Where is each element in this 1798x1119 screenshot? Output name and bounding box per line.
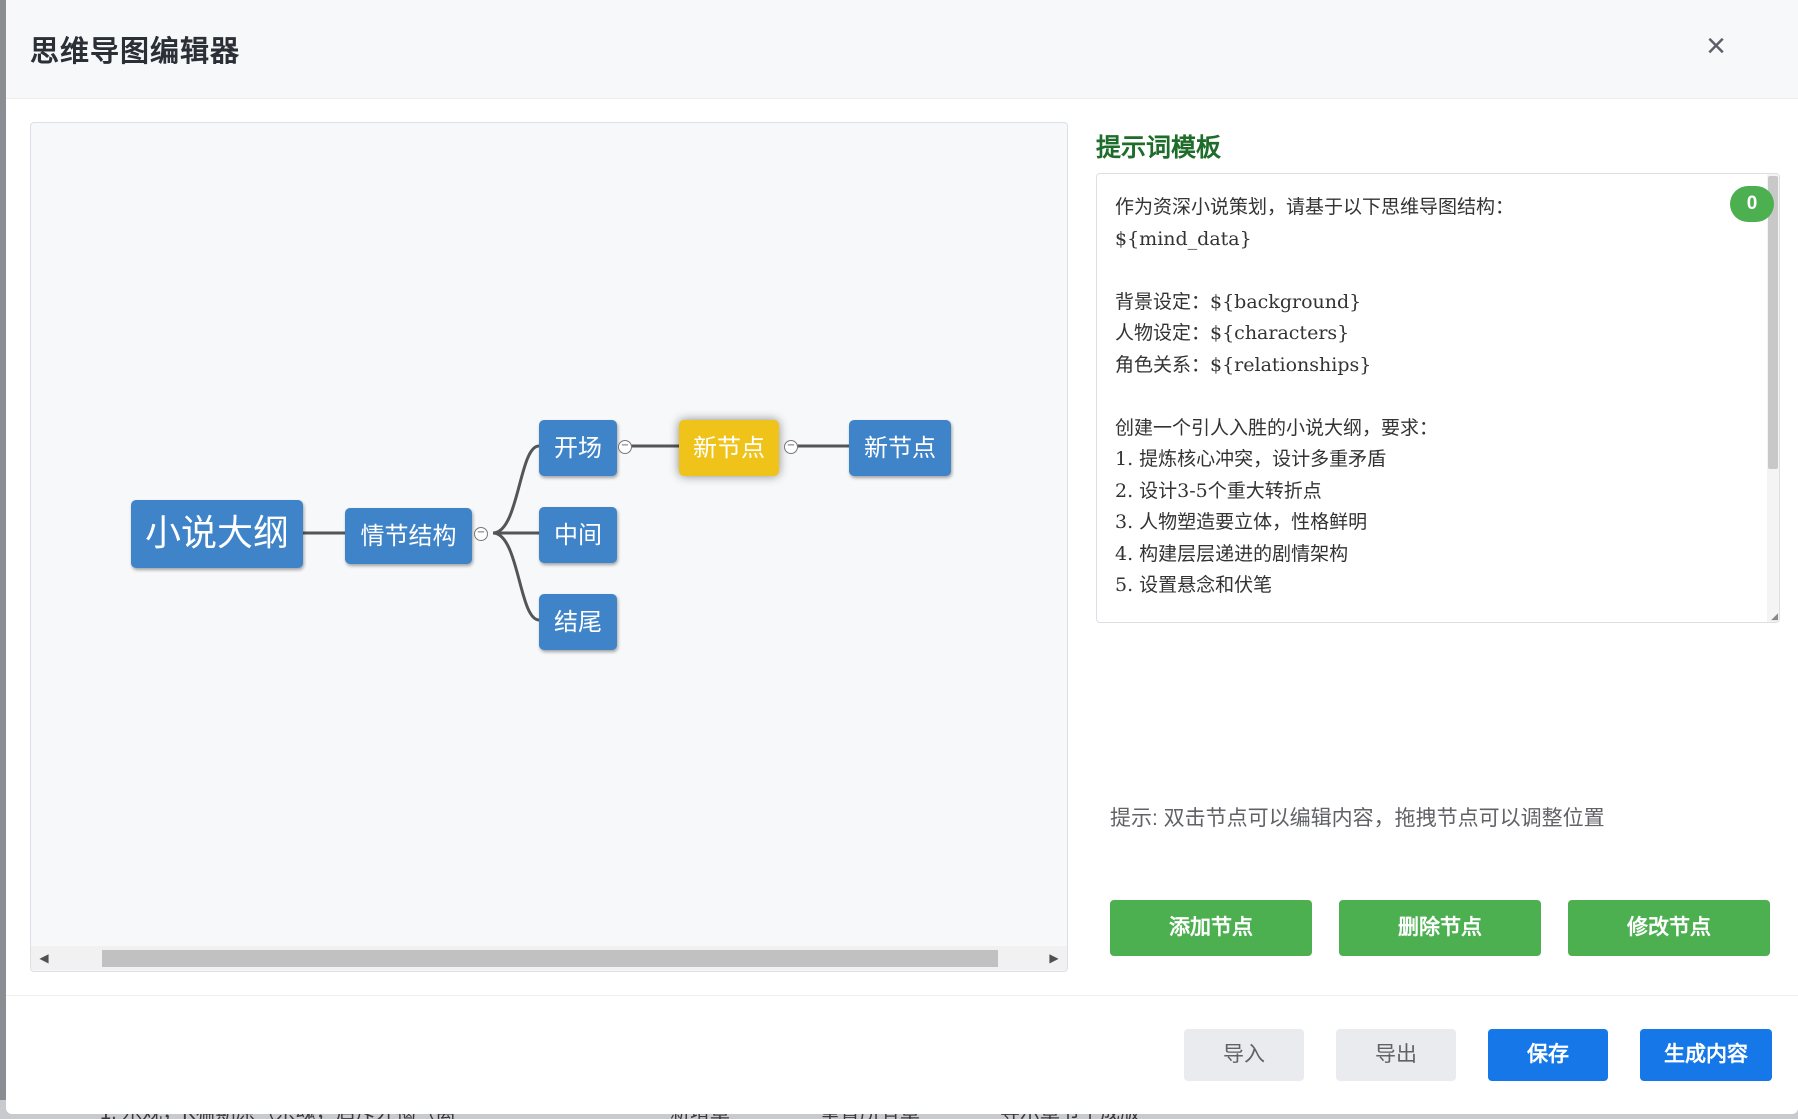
scrollbar-thumb[interactable]	[102, 950, 998, 967]
mindmap-node-new-selected[interactable]: 新节点	[679, 420, 779, 476]
export-button[interactable]: 导出	[1336, 1029, 1456, 1081]
close-icon[interactable]: ×	[1706, 27, 1726, 65]
vertical-scrollbar[interactable]	[1767, 174, 1779, 622]
collapse-toggle-icon[interactable]: −	[618, 440, 632, 454]
prompt-template-textarea[interactable]: 作为资深小说策划，请基于以下思维导图结构： ${mind_data} 背景设定：…	[1096, 173, 1780, 623]
mindmap-node-ending[interactable]: 结尾	[539, 594, 617, 650]
mindmap-canvas[interactable]: 小说大纲 情节结构 − 开场 − 中间 结尾 新节点 − 新节点 ◀ ▶	[30, 122, 1068, 972]
dialog-header: 思维导图编辑器 ×	[6, 0, 1798, 99]
edit-node-button[interactable]: 修改节点	[1568, 900, 1770, 956]
collapse-toggle-icon[interactable]: −	[474, 527, 488, 541]
vertical-scrollbar-thumb[interactable]	[1768, 176, 1778, 469]
mindmap-connectors	[302, 444, 849, 622]
save-button[interactable]: 保存	[1488, 1029, 1608, 1081]
mindmap-node-plot-structure[interactable]: 情节结构	[345, 508, 472, 564]
connector-plot-ending	[492, 531, 540, 622]
scroll-right-icon[interactable]: ▶	[1049, 951, 1059, 965]
usage-hint: 提示: 双击节点可以编辑内容，拖拽节点可以调整位置	[1110, 807, 1605, 830]
add-node-button[interactable]: 添加节点	[1110, 900, 1312, 956]
generate-content-button[interactable]: 生成内容	[1640, 1029, 1772, 1081]
mindmap-editor-dialog: 思维导图编辑器 × 小说大纲 情节结构 − 开场 − 中间 结尾 新节点 − 新…	[6, 0, 1798, 1114]
collapse-toggle-icon[interactable]: −	[784, 440, 798, 454]
prompt-template-text[interactable]: 作为资深小说策划，请基于以下思维导图结构： ${mind_data} 背景设定：…	[1115, 196, 1515, 596]
import-button[interactable]: 导入	[1184, 1029, 1304, 1081]
dialog-footer: 导入 导出 保存 生成内容	[6, 995, 1798, 1114]
mindmap-node-middle[interactable]: 中间	[539, 507, 617, 563]
prompt-template-title: 提示词模板	[1096, 134, 1222, 162]
mindmap-node-opening[interactable]: 开场	[539, 420, 617, 476]
horizontal-scrollbar[interactable]: ◀ ▶	[31, 946, 1067, 970]
dialog-title: 思维导图编辑器	[30, 36, 241, 68]
mindmap-node-new-child[interactable]: 新节点	[849, 420, 951, 476]
resize-grip-icon[interactable]: ◢	[1771, 611, 1778, 621]
count-badge: 0	[1730, 186, 1774, 222]
delete-node-button[interactable]: 删除节点	[1339, 900, 1541, 956]
scroll-left-icon[interactable]: ◀	[39, 951, 49, 965]
mindmap-node-root[interactable]: 小说大纲	[131, 500, 303, 568]
connector-plot-opening	[492, 444, 540, 535]
